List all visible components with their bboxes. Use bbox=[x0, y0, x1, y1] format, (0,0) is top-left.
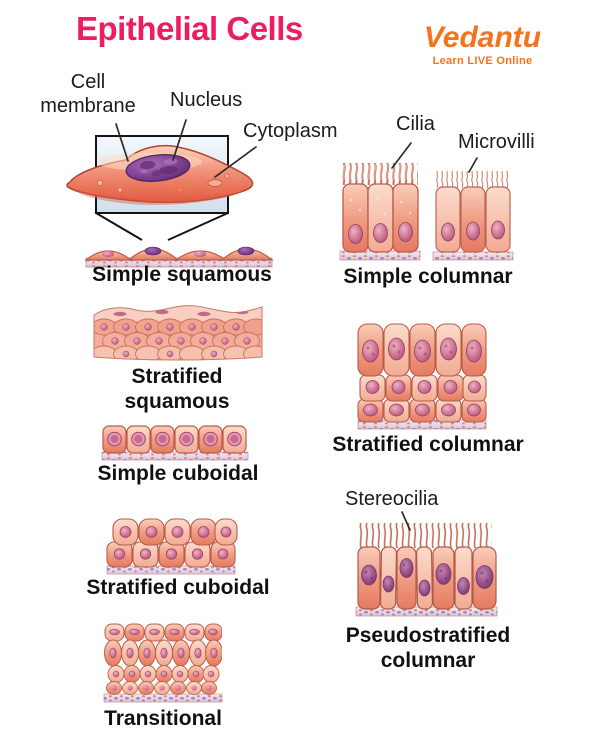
stratified-columnar-caption: Stratified columnar bbox=[332, 433, 524, 456]
stereocilia-label: Stereocilia bbox=[345, 488, 439, 510]
microvilli-label: Microvilli bbox=[458, 131, 535, 153]
magnified-cell-illustration bbox=[66, 135, 274, 268]
nucleus-graphic bbox=[125, 154, 191, 182]
stratified-cuboidal-illustration bbox=[106, 518, 238, 575]
stratified-squamous-illustration bbox=[93, 305, 263, 361]
transitional-caption: Transitional bbox=[104, 707, 222, 730]
vedantu-logo: Vedantu Learn LIVE Online bbox=[405, 21, 560, 68]
stratified-columnar-illustration bbox=[357, 323, 487, 430]
microvilli-graphic bbox=[435, 171, 509, 188]
simple-cuboidal-caption: Simple cuboidal bbox=[97, 462, 259, 485]
vedantu-tagline: Learn LIVE Online bbox=[432, 55, 533, 67]
nucleus-label: Nucleus bbox=[170, 89, 243, 111]
pseudostratified-columnar-illustration bbox=[355, 523, 498, 617]
cytoplasm-label: Cytoplasm bbox=[243, 120, 338, 142]
simple-cuboidal-illustration bbox=[101, 425, 249, 461]
stratified-cuboidal-caption: Stratified cuboidal bbox=[86, 576, 270, 599]
simple-columnar-illustration bbox=[339, 163, 514, 261]
cilia-graphic bbox=[342, 163, 418, 185]
pseudostratified-columnar-caption: Pseudostratified columnar bbox=[345, 624, 511, 672]
transitional-illustration bbox=[103, 623, 223, 703]
simple-squamous-caption: Simple squamous bbox=[92, 263, 272, 286]
stereocilia-graphic bbox=[358, 523, 492, 548]
stratified-squamous-caption: Stratified squamous bbox=[124, 365, 230, 413]
cell-membrane-label: Cell membrane bbox=[40, 71, 136, 117]
page-title: Epithelial Cells bbox=[76, 10, 303, 47]
simple-columnar-caption: Simple columnar bbox=[343, 265, 513, 288]
vedantu-wordmark: Vedantu bbox=[423, 21, 542, 54]
cilia-label: Cilia bbox=[396, 113, 435, 135]
